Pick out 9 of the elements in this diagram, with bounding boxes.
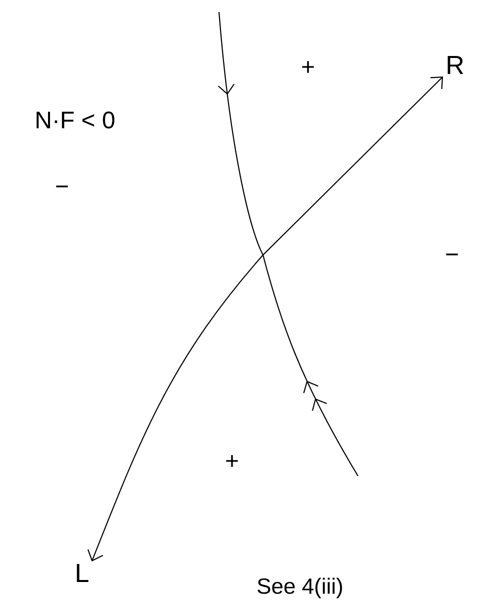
sign-label: + xyxy=(226,455,238,467)
condition-label: N·F < 0 xyxy=(36,112,114,128)
sign-label: − xyxy=(446,254,458,256)
note-label: See 4(iii) xyxy=(258,578,342,598)
trajectory-arrow xyxy=(87,76,444,562)
end-label: L xyxy=(76,564,88,582)
sign-label: − xyxy=(56,186,68,188)
sign-label: + xyxy=(302,61,314,73)
end-label: R xyxy=(448,56,464,74)
